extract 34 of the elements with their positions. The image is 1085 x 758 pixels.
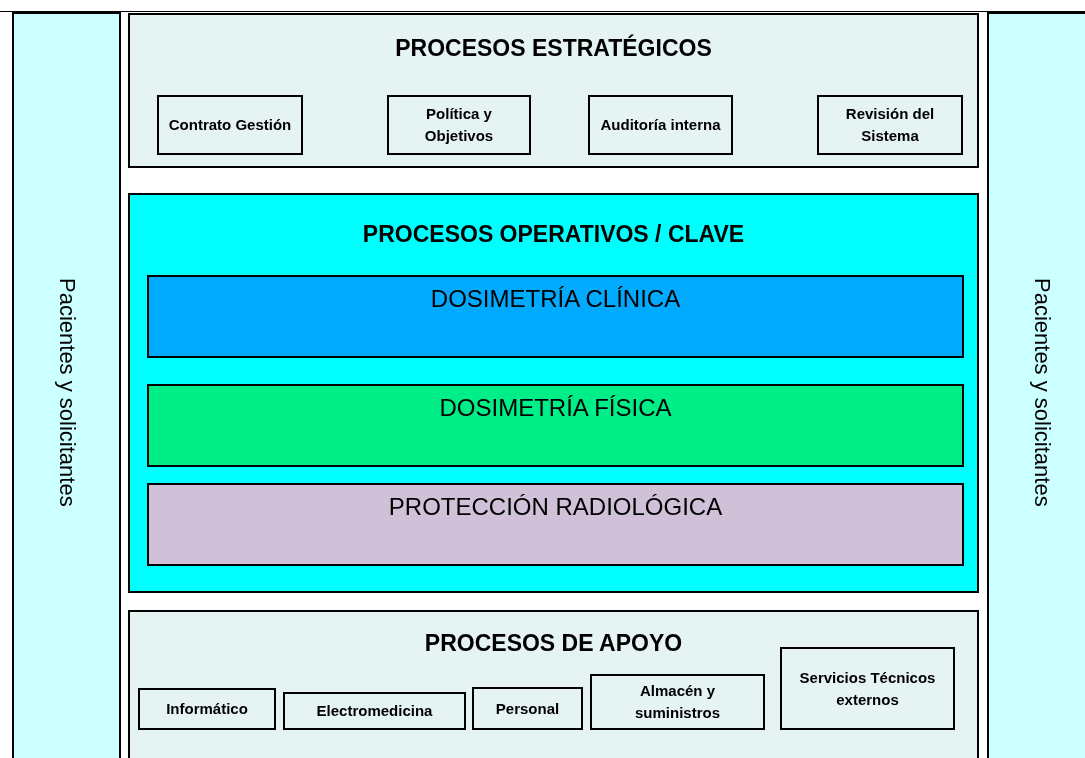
process-strip	[147, 384, 964, 467]
process-box	[283, 692, 466, 730]
process-box	[387, 95, 531, 155]
process-label: Revisión del Sistema	[844, 104, 936, 146]
process-label: Auditoría interna	[599, 115, 722, 135]
process-label: Electromedicina	[315, 701, 434, 721]
process-box	[138, 688, 276, 730]
band-label: Pacientes y solicitantes	[53, 276, 81, 509]
group-title: PROCESOS ESTRATÉGICOS	[394, 35, 713, 62]
process-box	[780, 647, 955, 730]
process-strip	[147, 275, 964, 358]
process-label: Almacén y suministros	[634, 681, 721, 723]
process-label: PROTECCIÓN RADIOLÓGICA	[387, 493, 724, 521]
process-label: DOSIMETRÍA CLÍNICA	[429, 285, 682, 313]
band-label: Pacientes y solicitantes	[1029, 276, 1056, 509]
process-group-panel	[128, 610, 979, 758]
process-label: Personal	[494, 698, 561, 719]
process-label: Informático	[165, 699, 249, 719]
process-group-panel	[128, 13, 979, 168]
process-box	[157, 95, 303, 155]
process-box	[817, 95, 963, 155]
process-box	[588, 95, 733, 155]
process-label: DOSIMETRÍA FÍSICA	[438, 394, 673, 422]
process-label: Política y Objetivos	[423, 104, 495, 146]
process-label: Contrato Gestión	[167, 115, 293, 135]
process-box	[590, 674, 765, 730]
side-band	[12, 12, 121, 758]
process-box	[472, 687, 583, 730]
side-band	[987, 12, 1085, 758]
process-strip	[147, 483, 964, 566]
process-label: Servicios Técnicos externos	[798, 667, 937, 710]
group-title: PROCESOS OPERATIVOS / CLAVE	[361, 221, 746, 248]
group-title: PROCESOS DE APOYO	[423, 630, 684, 657]
process-group-panel	[128, 193, 979, 593]
